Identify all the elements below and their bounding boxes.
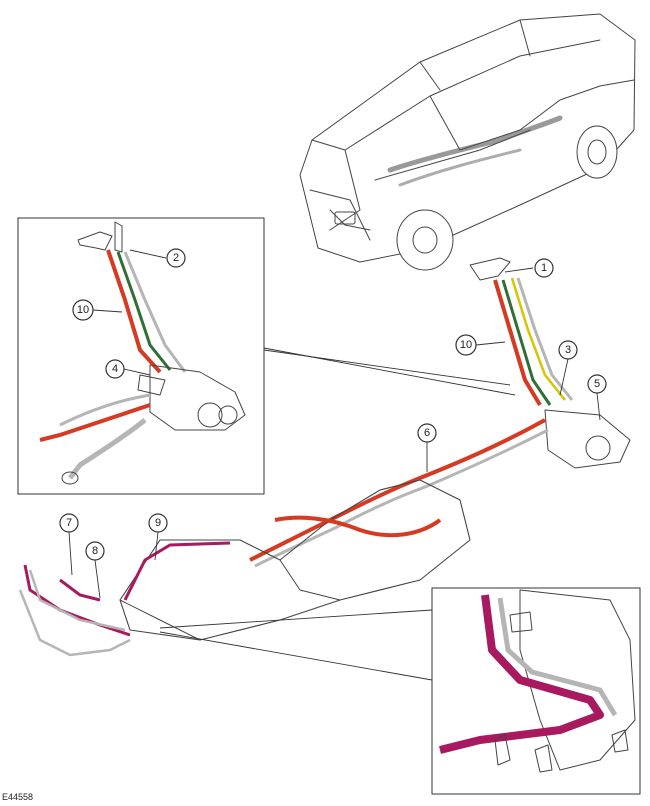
callout-3-label: 3 (565, 344, 571, 356)
projection-line-rear-upper (159, 609, 433, 629)
callout-4: 4 (105, 359, 151, 379)
filler-detail-assembly (39, 221, 246, 485)
callout-9-label: 9 (155, 517, 161, 529)
callout-5: 5 (587, 374, 607, 421)
main-fuel-assembly (18, 257, 631, 657)
callout-6-label: 6 (424, 427, 430, 439)
callout-10-detail-label: 10 (77, 304, 89, 316)
callout-2: 2 (129, 248, 186, 268)
callout-1-label: 1 (541, 262, 547, 274)
callout-3: 3 (558, 340, 578, 396)
callout-8-label: 8 (92, 545, 98, 557)
vehicle-illustration (299, 13, 636, 271)
callout-1: 1 (504, 258, 554, 278)
detail-frame-rear (431, 587, 641, 795)
rear-detail-assembly (439, 589, 636, 773)
callout-9: 9 (148, 513, 168, 561)
callout-10-detail: 10 (72, 299, 123, 321)
figure-reference: E44558 (2, 792, 33, 802)
callout-7-label: 7 (66, 517, 72, 529)
projection-line-rear-lower (159, 631, 433, 681)
callout-5-label: 5 (594, 378, 600, 390)
callout-7: 7 (59, 513, 79, 576)
callout-10-main-label: 10 (460, 339, 472, 351)
projection-line-lower (263, 347, 516, 396)
callout-2-label: 2 (173, 252, 179, 264)
detail-frame-filler (17, 217, 265, 495)
callout-6: 6 (417, 423, 437, 472)
callout-4-label: 4 (112, 363, 118, 375)
callout-8: 8 (85, 541, 105, 599)
callout-10-main: 10 (455, 334, 506, 356)
